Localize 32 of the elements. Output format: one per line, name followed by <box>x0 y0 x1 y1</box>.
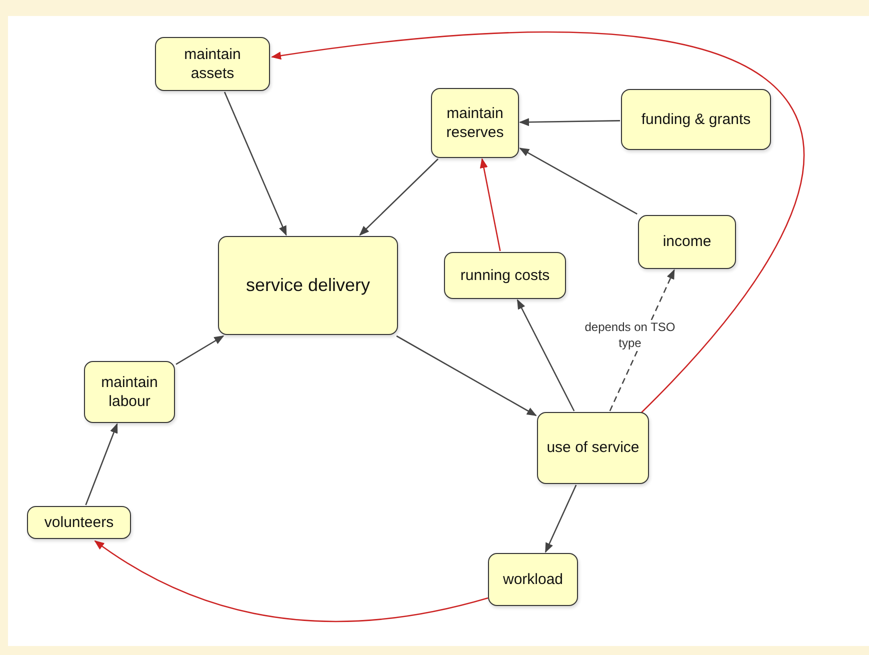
process-box <box>638 215 736 269</box>
arrow <box>359 158 438 236</box>
process-box <box>27 506 131 539</box>
arrow <box>224 92 287 236</box>
arrow <box>85 423 118 506</box>
process-box <box>621 89 771 150</box>
node-label: running costs <box>460 266 550 286</box>
arrow <box>516 299 575 412</box>
arrow <box>396 335 537 416</box>
arrow <box>519 148 638 215</box>
node-label: income <box>662 232 712 252</box>
arrow <box>519 118 620 126</box>
process-box <box>537 412 649 484</box>
arrow <box>544 484 577 553</box>
node-label: volunteers <box>44 512 114 532</box>
node-label: funding & grants <box>641 110 751 130</box>
arrow <box>480 158 501 252</box>
node-label: service delivery <box>246 274 370 297</box>
node-label: use of service <box>546 438 640 458</box>
arrow <box>271 32 804 414</box>
process-box <box>488 553 578 606</box>
node-label: maintain assets <box>183 44 242 84</box>
node-label: workload <box>502 570 564 590</box>
process-box <box>155 37 270 91</box>
arrow <box>176 335 224 365</box>
node-label: maintain labour <box>100 372 159 412</box>
process-box <box>84 361 175 423</box>
node-label: maintain reserves <box>445 104 505 142</box>
process-box <box>444 252 566 299</box>
process-box <box>431 88 519 158</box>
process-box <box>218 236 398 335</box>
arrow <box>94 540 488 622</box>
